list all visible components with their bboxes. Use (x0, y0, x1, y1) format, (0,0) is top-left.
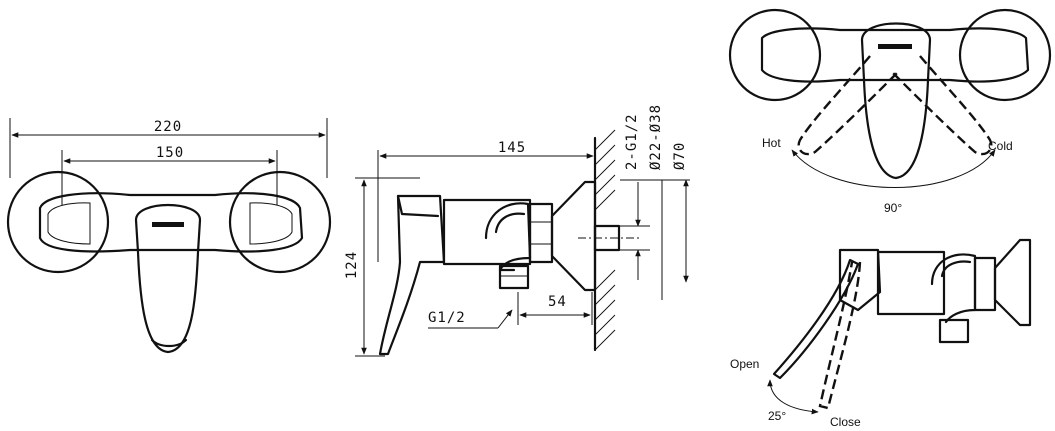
dim-wall-diameter-range: Ø22-Ø38 (648, 104, 664, 170)
right-escutcheon (228, 170, 332, 274)
top-right-escutcheon (958, 8, 1052, 102)
lever-cold-position (889, 55, 993, 156)
lever-view-outlet (938, 318, 970, 344)
label-rotation-angle: 90° (884, 201, 902, 215)
open-close-arc (767, 379, 819, 415)
lever-hot-position (797, 55, 901, 156)
top-left-escutcheon (728, 8, 822, 102)
lever-view-handle-head (838, 248, 882, 312)
lever-view-nut (973, 256, 997, 312)
wall-hatching (594, 129, 616, 351)
top-body (760, 27, 1030, 83)
brand-plate (152, 222, 184, 227)
label-hot: Hot (762, 136, 781, 150)
lever-view-escutcheon (993, 238, 1032, 327)
dim-wall-escutcheon-diameter: Ø70 (672, 142, 688, 170)
lever-open-position (772, 258, 860, 380)
label-lever-angle: 25° (768, 409, 786, 423)
side-lever (378, 194, 446, 356)
left-escutcheon (6, 170, 110, 274)
dim-center-distance: 150 (156, 145, 184, 161)
lever-view-body (876, 250, 946, 316)
lever-handle (134, 204, 202, 354)
dim-offset: 54 (548, 294, 567, 310)
side-escutcheon (550, 180, 597, 292)
label-cold: Cold (988, 139, 1013, 153)
dim-overall-width: 220 (154, 119, 182, 135)
dim-wall-thread: 2-G1/2 (624, 113, 640, 170)
lever-view: Open Close 25° (730, 238, 1032, 429)
front-view: 220 150 (6, 118, 332, 354)
dim-height: 124 (344, 251, 360, 279)
mixer-body (38, 192, 304, 253)
rotation-arc (791, 149, 996, 188)
top-lever (860, 22, 932, 180)
side-nut (528, 202, 554, 264)
lever-closed-position (818, 261, 862, 410)
top-view: Hot Cold 90° (728, 8, 1052, 215)
dim-depth: 145 (498, 140, 526, 156)
label-open: Open (730, 357, 759, 371)
label-close: Close (830, 415, 861, 429)
side-view: 145 124 G1/2 54 (344, 104, 690, 357)
dim-thread-label: G1/2 (428, 310, 466, 326)
side-outlet (498, 264, 530, 290)
